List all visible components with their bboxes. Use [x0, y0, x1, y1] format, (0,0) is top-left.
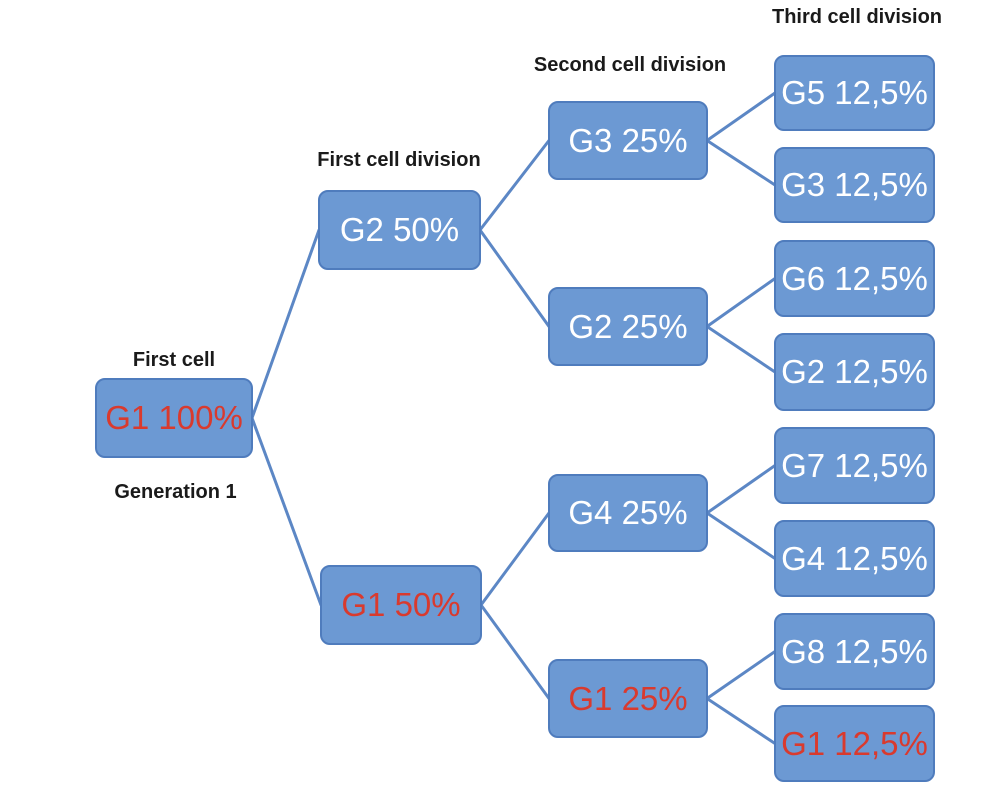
node-g7-12-5: G7 12,5%	[774, 427, 935, 504]
label-second-cell-division: Second cell division	[533, 54, 727, 76]
node-g2-25: G2 25%	[548, 287, 708, 366]
node-g4-12-5: G4 12,5%	[774, 520, 935, 597]
node-g2-50: G2 50%	[318, 190, 481, 270]
node-g1-12-5: G1 12,5%	[774, 705, 935, 782]
node-g4-25: G4 25%	[548, 474, 708, 552]
node-g1-100: G1 100%	[95, 378, 253, 458]
node-g1-25: G1 25%	[548, 659, 708, 738]
node-g3-25: G3 25%	[548, 101, 708, 180]
node-g5-12-5: G5 12,5%	[774, 55, 935, 131]
node-g2-12-5: G2 12,5%	[774, 333, 935, 411]
node-g6-12-5: G6 12,5%	[774, 240, 935, 317]
node-g8-12-5: G8 12,5%	[774, 613, 935, 690]
label-first-cell-division: First cell division	[317, 149, 481, 171]
label-third-cell-division: Third cell division	[771, 6, 943, 28]
node-g1-50: G1 50%	[320, 565, 482, 645]
node-g3-12-5: G3 12,5%	[774, 147, 935, 223]
label-first-cell: First cell	[132, 349, 216, 371]
label-generation-1: Generation 1	[114, 481, 237, 503]
